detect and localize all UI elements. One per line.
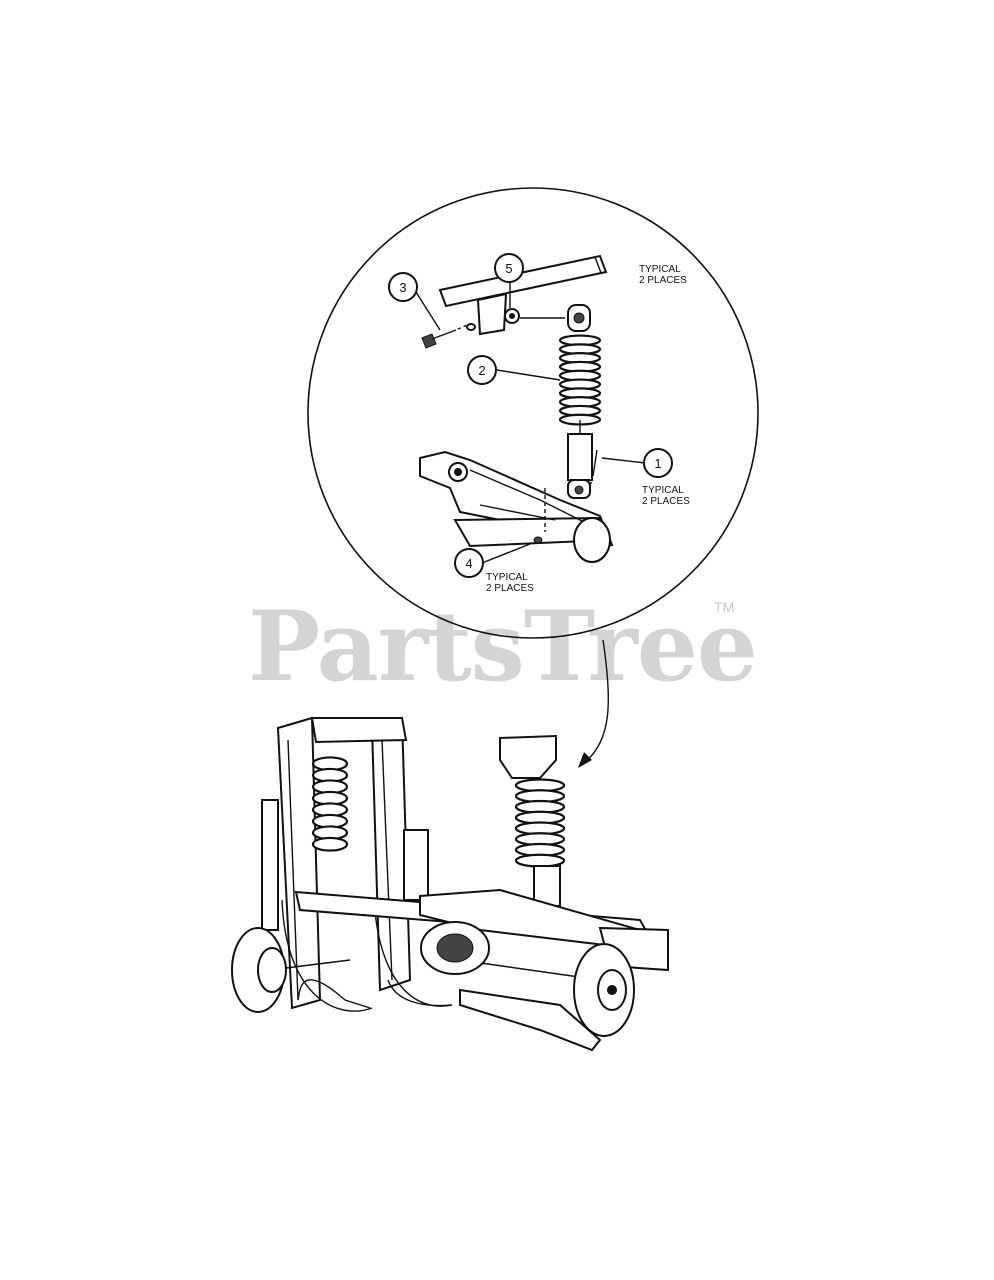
left-wheel-hub bbox=[231, 927, 351, 1013]
detail-view: 3 5 2 1 4 TYPICAL 2 PLACES TYPICAL 2 PLA… bbox=[307, 187, 759, 639]
callout-3-number: 3 bbox=[399, 280, 406, 295]
differential bbox=[420, 921, 490, 975]
nut-part bbox=[504, 308, 565, 324]
frame-rail bbox=[438, 254, 608, 336]
callout-5: 5 bbox=[494, 253, 524, 283]
frame-uprights bbox=[261, 716, 429, 1010]
callout-2-number: 2 bbox=[478, 363, 485, 378]
bolt-part bbox=[421, 323, 476, 349]
cross-members bbox=[294, 888, 669, 1052]
detail-circle bbox=[307, 187, 759, 639]
lower-control-arm bbox=[419, 450, 614, 563]
callout-4-number: 4 bbox=[465, 556, 472, 571]
top-note: TYPICAL 2 PLACES bbox=[639, 264, 687, 286]
pin-part bbox=[589, 449, 598, 489]
leader-lines bbox=[415, 280, 646, 564]
shock-spring-assembly bbox=[558, 304, 602, 499]
left-coil-spring bbox=[311, 756, 349, 852]
callout-3: 3 bbox=[388, 272, 418, 302]
coil-turn bbox=[311, 836, 349, 852]
callout-4: 4 bbox=[454, 548, 484, 578]
right-shock-absorber bbox=[499, 734, 566, 907]
callout-1-number: 1 bbox=[654, 456, 661, 471]
detail-arrow bbox=[578, 639, 610, 768]
callout-1-note: TYPICAL 2 PLACES bbox=[642, 485, 690, 507]
watermark-trademark: TM bbox=[714, 599, 734, 615]
curved-frame-members bbox=[281, 899, 453, 1012]
coil-turn bbox=[514, 853, 566, 868]
callout-2: 2 bbox=[467, 355, 497, 385]
callout-1: 1 bbox=[643, 448, 673, 478]
watermark-text: PartsTree bbox=[248, 590, 757, 703]
rear-suspension-assembly bbox=[231, 716, 669, 1052]
callout-5-number: 5 bbox=[505, 261, 512, 276]
right-wheel-hub bbox=[573, 943, 635, 1037]
callout-4-note: TYPICAL 2 PLACES bbox=[486, 572, 534, 594]
